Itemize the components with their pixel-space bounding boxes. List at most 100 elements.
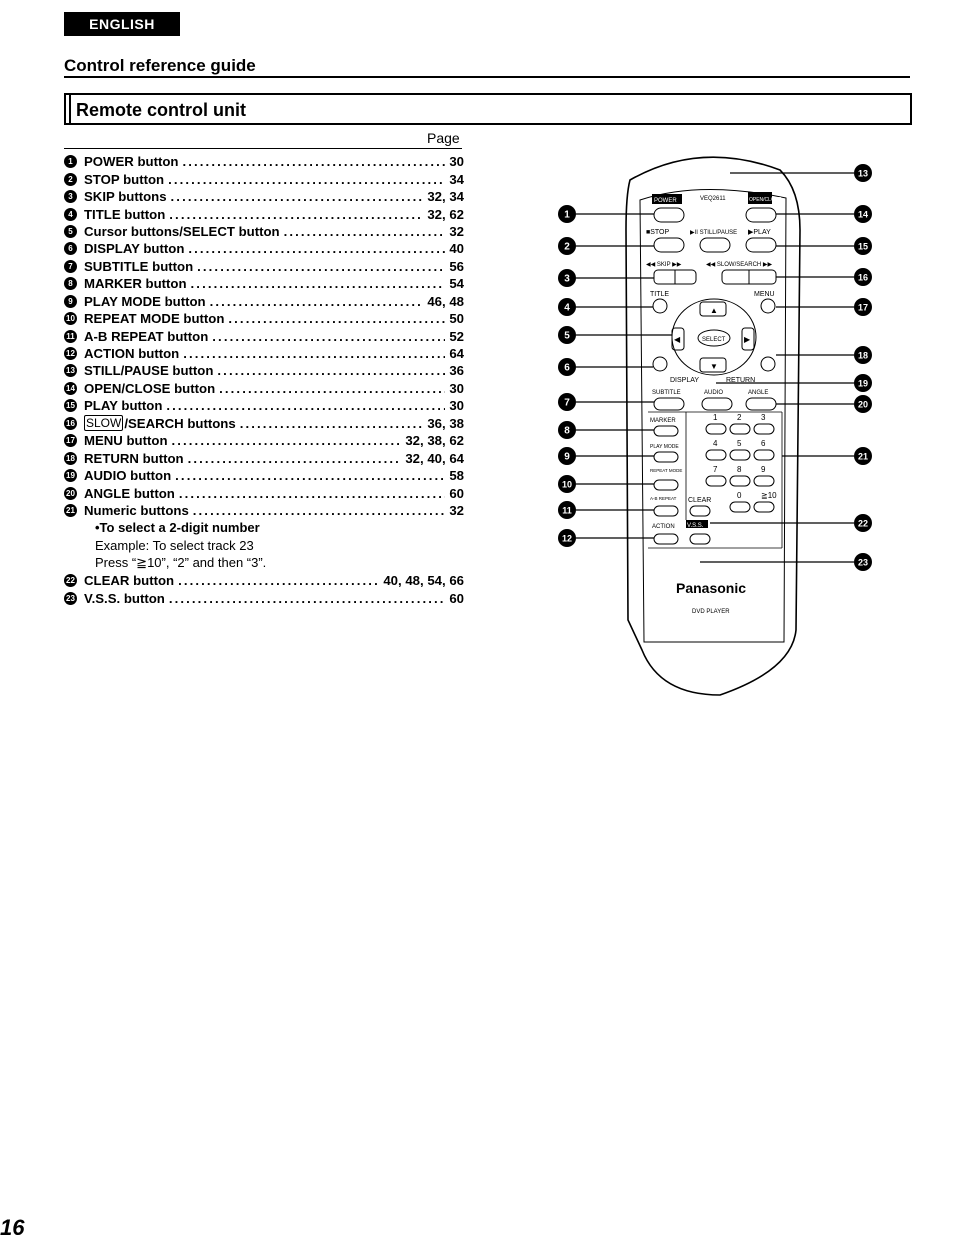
dot-leader: ........................................… bbox=[192, 502, 446, 518]
repeat-mode-button[interactable] bbox=[653, 479, 679, 491]
callout-number: 19 bbox=[858, 379, 868, 389]
callout-badge bbox=[854, 205, 872, 223]
callout-number: 7 bbox=[564, 398, 570, 409]
item-label: PLAY MODE button bbox=[84, 293, 206, 309]
callout-number: 13 bbox=[858, 169, 868, 179]
play-label: ▶PLAY bbox=[748, 229, 771, 236]
digit-button[interactable] bbox=[753, 423, 775, 435]
callout-number: 16 bbox=[858, 273, 868, 283]
play-button[interactable] bbox=[745, 237, 777, 253]
power-label: POWER bbox=[654, 198, 677, 204]
open-close-button[interactable] bbox=[745, 207, 777, 223]
digit-button[interactable] bbox=[705, 423, 727, 435]
audio-button[interactable] bbox=[701, 397, 733, 411]
digit-button[interactable] bbox=[753, 475, 775, 487]
digit-button[interactable] bbox=[753, 449, 775, 461]
digit-label: 0 bbox=[737, 491, 742, 500]
dot-leader: ........................................… bbox=[197, 258, 445, 274]
marker-button[interactable] bbox=[653, 425, 679, 437]
item-number-badge: 4 bbox=[64, 207, 77, 221]
item-number-badge: 16 bbox=[64, 416, 77, 430]
display-button[interactable] bbox=[652, 356, 668, 372]
callout-badge bbox=[558, 237, 576, 255]
callout-badge bbox=[558, 358, 576, 376]
digit-label: 5 bbox=[737, 439, 742, 448]
digit-label: 7 bbox=[713, 465, 718, 474]
dot-leader: ........................................… bbox=[190, 276, 446, 292]
cursor-left-button[interactable] bbox=[671, 327, 685, 351]
callout-number: 4 bbox=[564, 303, 570, 314]
item-number-badge: 22 bbox=[64, 574, 77, 588]
item-label: SUBTITLE button bbox=[84, 258, 194, 274]
digit-label: 3 bbox=[761, 413, 766, 422]
item-number-badge: 15 bbox=[64, 399, 77, 413]
digit-button[interactable] bbox=[705, 449, 727, 461]
select-button[interactable] bbox=[697, 329, 731, 347]
item-pages: 64 bbox=[449, 346, 464, 362]
callout-badge bbox=[854, 447, 872, 465]
angle-button[interactable] bbox=[745, 397, 777, 411]
callout-badge bbox=[558, 326, 576, 344]
dot-leader: ........................................… bbox=[212, 328, 445, 344]
menu-button[interactable] bbox=[760, 298, 776, 314]
still-pause-button[interactable] bbox=[699, 237, 731, 253]
ab-repeat-button[interactable] bbox=[653, 505, 679, 517]
digit-button[interactable] bbox=[705, 475, 727, 487]
numeric-note-heading: •To select a 2-digit number bbox=[95, 520, 260, 535]
callout-badge bbox=[854, 164, 872, 182]
page-column-label: Page bbox=[427, 130, 460, 146]
dot-leader: ........................................… bbox=[170, 189, 424, 205]
item-label: RETURN button bbox=[84, 450, 184, 466]
item-pages: 56 bbox=[449, 258, 464, 274]
item-label: TITLE button bbox=[84, 206, 166, 222]
callout-badge bbox=[558, 205, 576, 223]
item-pages: 30 bbox=[449, 398, 464, 414]
action-label: ACTION bbox=[652, 524, 675, 530]
digit-button[interactable] bbox=[729, 475, 751, 487]
item-pages: 32, 40, 64 bbox=[405, 450, 464, 466]
skip-label: ◀◀ SKIP ▶▶ bbox=[646, 262, 682, 268]
page-heading: Remote control unit bbox=[76, 100, 246, 120]
callout-number: 15 bbox=[858, 242, 868, 252]
clear-button[interactable] bbox=[689, 505, 711, 517]
digit-button[interactable] bbox=[729, 449, 751, 461]
clear-label: CLEAR bbox=[688, 497, 711, 504]
digit-button[interactable] bbox=[729, 501, 751, 513]
cursor-down-button[interactable] bbox=[699, 357, 727, 373]
title-button[interactable] bbox=[652, 298, 668, 314]
item-pages: 46, 48 bbox=[427, 293, 464, 309]
play-mode-button[interactable] bbox=[653, 451, 679, 463]
callout-number: 2 bbox=[564, 242, 570, 253]
callout-number: 14 bbox=[858, 210, 868, 220]
subtitle-button[interactable] bbox=[653, 397, 685, 411]
item-number-badge: 19 bbox=[64, 469, 77, 483]
item-pages: 36 bbox=[449, 363, 464, 379]
digit-button[interactable] bbox=[729, 423, 751, 435]
up-arrow-icon: ▲ bbox=[710, 306, 718, 315]
vss-button[interactable] bbox=[689, 533, 711, 545]
cursor-up-button[interactable] bbox=[699, 301, 727, 317]
digit-label: 9 bbox=[761, 465, 766, 474]
item-number-badge: 7 bbox=[64, 259, 77, 273]
action-button[interactable] bbox=[653, 533, 679, 545]
power-button[interactable] bbox=[653, 207, 685, 223]
item-pages: 40 bbox=[449, 241, 464, 257]
boxed-label: SLOW bbox=[84, 415, 124, 432]
callout-badge bbox=[854, 268, 872, 286]
stop-button[interactable] bbox=[653, 237, 685, 253]
digit-button[interactable] bbox=[753, 501, 775, 513]
item-label: /SEARCH buttons bbox=[124, 415, 236, 431]
return-button[interactable] bbox=[760, 356, 776, 372]
callout-badge bbox=[558, 269, 576, 287]
item-pages: 40, 48, 54, 66 bbox=[383, 573, 464, 589]
remote-body bbox=[625, 156, 801, 696]
cursor-right-button[interactable] bbox=[741, 327, 755, 351]
